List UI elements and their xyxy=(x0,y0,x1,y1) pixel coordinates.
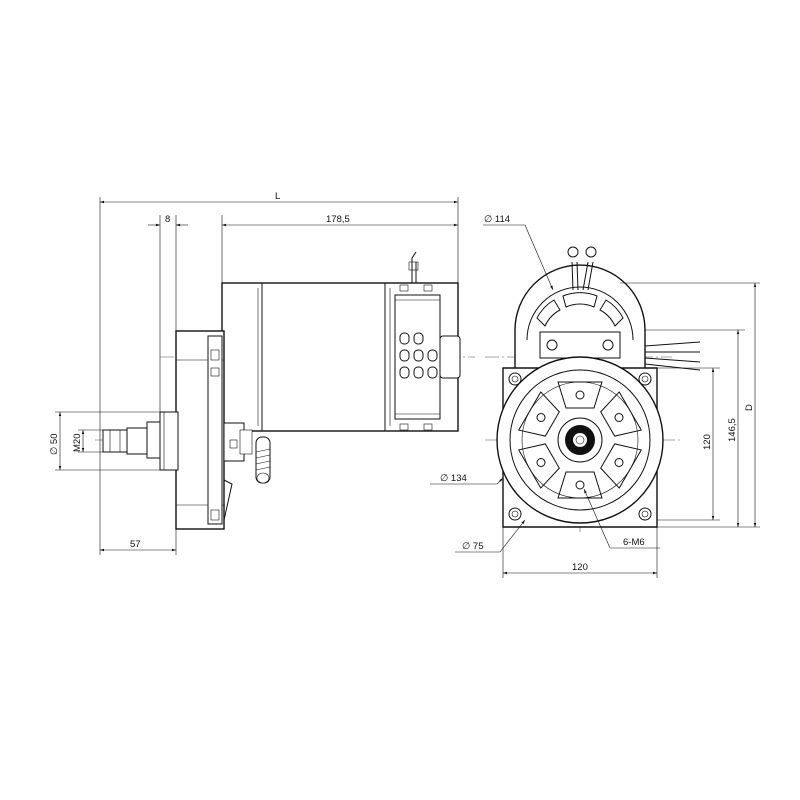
dim-d134: ∅ 134 xyxy=(440,473,467,484)
dim-120-height: 120 xyxy=(702,434,713,450)
dim-L: L xyxy=(275,191,280,202)
hub xyxy=(557,417,603,463)
bolt-holes-6-m6 xyxy=(536,390,624,490)
terminal-leads xyxy=(567,246,701,371)
front-dimensions: ∅ 114 ∅ 134 ∅ 75 6-M6 120 120 146,5 D xyxy=(430,214,760,578)
dim-d75: ∅ 75 xyxy=(462,541,483,552)
side-dimensions: L 8 178,5 ∅ 50 M20 57 xyxy=(49,191,459,555)
dim-8: 8 xyxy=(165,214,170,225)
dim-m20: M20 xyxy=(72,434,83,452)
dim-D: D xyxy=(744,404,755,411)
front-view xyxy=(485,246,701,535)
dim-d114: ∅ 114 xyxy=(484,214,510,225)
dim-d50: ∅ 50 xyxy=(49,434,60,455)
dim-57: 57 xyxy=(130,539,141,550)
spoke-slots xyxy=(517,381,643,499)
dim-178-5: 178,5 xyxy=(326,214,350,225)
brush-vents xyxy=(399,332,438,379)
side-view xyxy=(95,251,475,530)
output-shaft xyxy=(102,421,161,459)
dim-120-width: 120 xyxy=(572,562,588,573)
dim-6-m6: 6-M6 xyxy=(623,537,645,548)
dim-146-5: 146,5 xyxy=(727,418,738,442)
spring-handle xyxy=(223,436,271,521)
